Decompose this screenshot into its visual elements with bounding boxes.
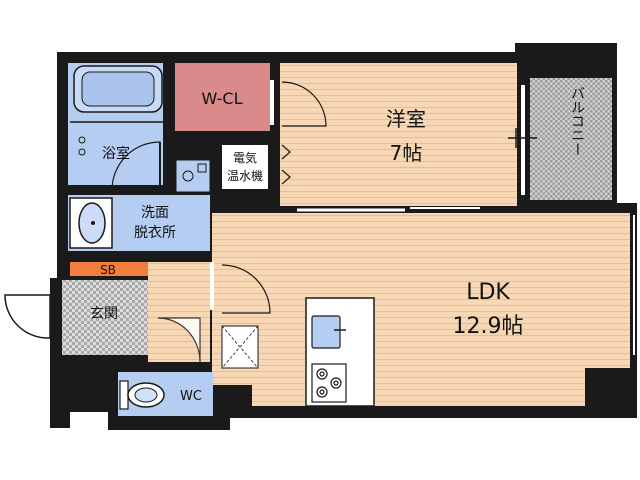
label-ldk-size: 12.9帖 [453, 314, 524, 339]
walk-in-closet [175, 63, 270, 131]
water-heater [222, 145, 268, 189]
label-water-heater-1: 電気 [233, 150, 257, 165]
stove-icon [311, 363, 347, 403]
room-labels: W-CL 洋室 7帖 バルコニー 浴室 電気 温水機 洗面 脱衣所 SB 玄関 … [90, 86, 585, 404]
label-entrance: 玄関 [90, 305, 118, 322]
label-wcl: W-CL [201, 89, 242, 108]
balcony [530, 78, 612, 200]
toilet-icon [119, 380, 165, 410]
label-sb: SB [100, 263, 116, 277]
shoe-box [70, 262, 148, 276]
label-washroom-1: 洗面 [141, 205, 169, 221]
label-balcony: バルコニー [569, 86, 585, 156]
ldk-room [212, 213, 630, 406]
hallway [148, 262, 210, 362]
label-western-size: 7帖 [390, 141, 423, 165]
label-western: 洋室 [386, 107, 426, 131]
label-ldk: LDK [466, 280, 510, 305]
label-wc: WC [180, 389, 202, 404]
label-washroom-2: 脱衣所 [134, 225, 176, 241]
western-room [280, 63, 517, 206]
label-bath: 浴室 [102, 145, 130, 162]
kitchen-sink-icon [311, 315, 341, 349]
doors [210, 80, 500, 314]
kitchen-counter [305, 297, 375, 407]
entrance [62, 280, 148, 355]
label-water-heater-2: 温水機 [227, 168, 263, 183]
